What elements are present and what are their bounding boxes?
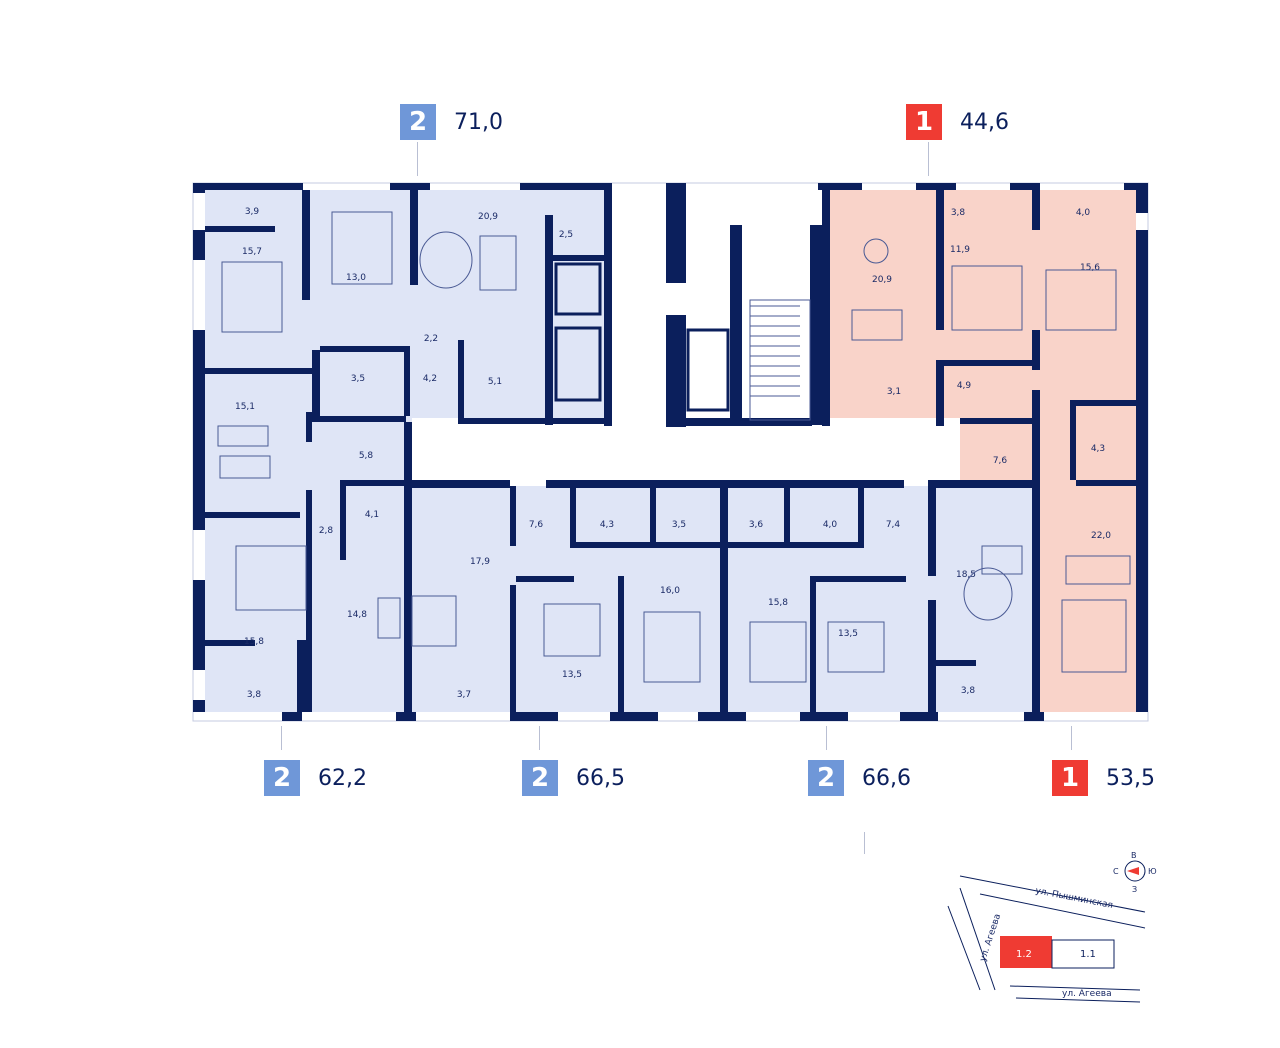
area-value: 53,5	[1106, 765, 1155, 791]
fill-apt-right-b	[960, 190, 1136, 712]
leader-line	[928, 142, 929, 176]
stair-core	[612, 190, 828, 426]
street-label-bottom: ул. Агеева	[1062, 989, 1112, 999]
leader-line	[826, 726, 827, 750]
room-area-label: 20,9	[872, 275, 892, 285]
room-area-label: 7,4	[886, 520, 901, 530]
room-area-label: 11,9	[950, 245, 970, 255]
room-area-label: 3,8	[247, 690, 262, 700]
room-area-label: 15,7	[242, 247, 262, 257]
room-area-label: 4,3	[1091, 444, 1105, 454]
rooms-badge: 2	[808, 760, 844, 796]
leader-line	[281, 726, 282, 750]
room-area-label: 20,9	[478, 212, 498, 222]
room-area-label: 3,8	[951, 208, 966, 218]
compass-icon: В З С Ю	[1113, 851, 1157, 894]
area-value: 66,5	[576, 765, 625, 791]
site-plan: ул. Пышминская ул. Агеева ул. Агеева 1.2…	[947, 851, 1157, 1003]
apartment-tag-top-left[interactable]: 2 71,0	[400, 104, 503, 140]
room-area-label: 5,8	[359, 451, 374, 461]
room-area-label: 13,5	[562, 670, 582, 680]
block-current	[1000, 936, 1052, 968]
compass-north: В	[1131, 851, 1137, 860]
apartment-tag-bottom-3[interactable]: 2 66,6	[808, 760, 911, 796]
room-area-label: 4,1	[365, 510, 379, 520]
room-area-label: 16,0	[660, 586, 680, 596]
room-area-label: 3,5	[351, 374, 365, 384]
street-label-left: ул. Агеева	[978, 913, 1003, 963]
room-area-label: 18,5	[956, 570, 976, 580]
room-area-label: 7,6	[529, 520, 544, 530]
room-area-label: 3,7	[457, 690, 471, 700]
room-area-label: 3,8	[961, 686, 976, 696]
room-labels: 3,9 15,7 13,0 20,9 2,5 2,2 3,5 4,2 5,1 15,1 5,8 4,1…	[235, 207, 1111, 700]
room-area-label: 22,0	[1091, 531, 1111, 541]
walls	[193, 183, 1148, 721]
furniture	[217, 211, 1131, 683]
stair-treads	[750, 305, 800, 397]
apartment-tag-bottom-right[interactable]: 1 53,5	[1052, 760, 1155, 796]
block-other	[1051, 939, 1115, 969]
room-area-label: 5,1	[488, 377, 502, 387]
room-area-label: 15,8	[244, 637, 264, 647]
block-other-label: 1.1	[1080, 949, 1096, 960]
room-area-label: 3,6	[749, 520, 764, 530]
apartment-tag-top-right[interactable]: 1 44,6	[906, 104, 1009, 140]
rooms-badge: 1	[1052, 760, 1088, 796]
leader-line	[1071, 726, 1072, 750]
leader-line	[417, 142, 418, 176]
room-area-label: 13,5	[838, 629, 858, 639]
room-area-label: 15,1	[235, 402, 255, 412]
room-area-label: 7,6	[993, 456, 1008, 466]
room-area-label: 4,0	[823, 520, 838, 530]
room-area-label: 15,6	[1080, 263, 1100, 273]
compass-east: Ю	[1148, 867, 1157, 876]
room-area-label: 3,5	[672, 520, 686, 530]
room-area-label: 14,8	[347, 610, 367, 620]
compass-south: З	[1132, 885, 1137, 894]
area-value: 44,6	[960, 109, 1009, 135]
room-area-label: 13,0	[346, 273, 366, 283]
area-value: 66,6	[862, 765, 911, 791]
room-area-label: 3,1	[887, 387, 901, 397]
room-area-label: 4,3	[600, 520, 614, 530]
rooms-badge: 1	[906, 104, 942, 140]
area-value: 62,2	[318, 765, 367, 791]
area-value: 71,0	[454, 109, 503, 135]
rooms-badge: 2	[400, 104, 436, 140]
rooms-badge: 2	[522, 760, 558, 796]
compass-west: С	[1113, 867, 1119, 876]
apartment-tag-bottom-1[interactable]: 2 62,2	[264, 760, 367, 796]
leader-line	[539, 726, 540, 750]
room-area-label: 17,9	[470, 557, 490, 567]
central-corridor	[410, 424, 942, 486]
room-area-label: 15,8	[768, 598, 788, 608]
block-current-label: 1.2	[1016, 949, 1032, 960]
leader-line	[864, 832, 865, 854]
elevators	[554, 262, 730, 412]
rooms-badge: 2	[264, 760, 300, 796]
room-area-label: 3,9	[245, 207, 260, 217]
room-area-label: 4,0	[1076, 208, 1091, 218]
room-area-label: 2,2	[424, 334, 438, 344]
room-area-label: 4,2	[423, 374, 437, 384]
apartment-tag-bottom-2[interactable]: 2 66,5	[522, 760, 625, 796]
room-area-label: 4,9	[957, 381, 972, 391]
fill-apt-top-right	[828, 190, 942, 418]
room-area-label: 2,5	[559, 230, 573, 240]
room-area-label: 2,8	[319, 526, 334, 536]
